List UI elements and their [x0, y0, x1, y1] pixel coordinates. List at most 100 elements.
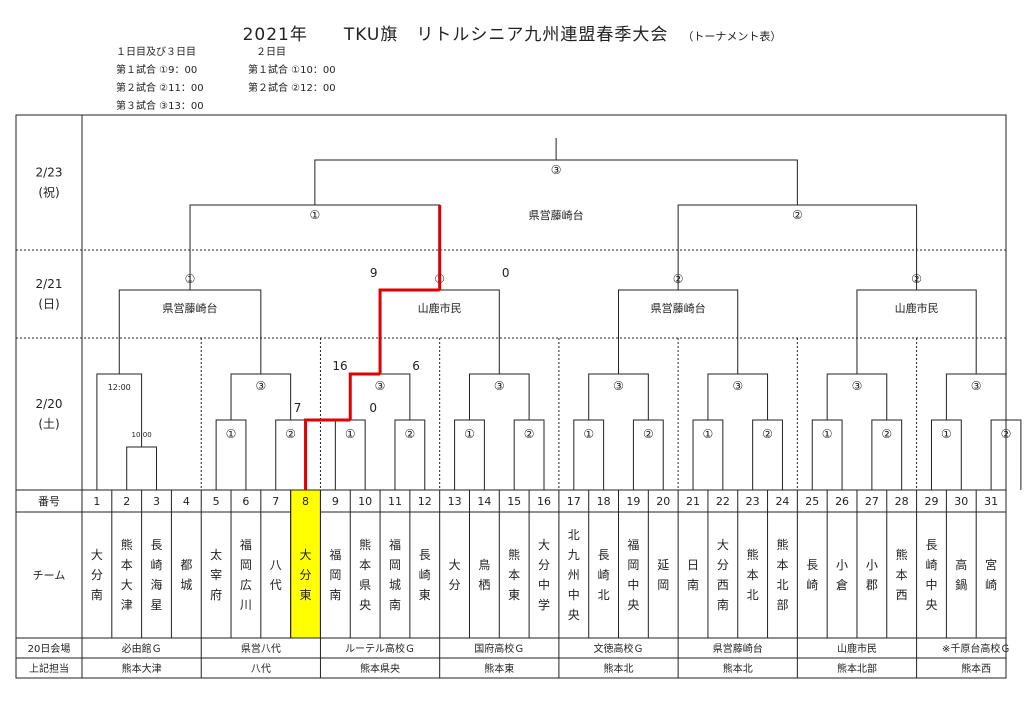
team-name-char: 大: [538, 538, 550, 552]
venue-label: 必由館Ｇ: [122, 642, 162, 655]
game-number: ②: [524, 427, 535, 441]
team-name-char: 中: [627, 577, 639, 592]
team-number: 23: [746, 495, 760, 508]
team-number: 27: [865, 495, 879, 508]
team-name-char: 大: [91, 548, 103, 562]
date-label: 2/21: [36, 277, 63, 291]
team-name-char: 倉: [836, 577, 848, 592]
team-name-char: 本: [776, 558, 788, 572]
schedule-line: 第３試合 ③13：00: [116, 101, 204, 112]
team-name-char: 福: [329, 547, 341, 562]
team-number: 21: [686, 495, 700, 508]
team-name-char: 分: [449, 578, 461, 592]
score-label: 6: [412, 359, 420, 373]
team-name-char: 熊: [508, 547, 520, 562]
team-name-char: 分: [538, 558, 550, 572]
team-number: 28: [895, 495, 909, 508]
venue-label: ※千原台高校Ｇ: [942, 642, 1010, 655]
team-name-char: 中: [538, 577, 550, 592]
team-name-char: 部: [776, 597, 788, 612]
team-name-char: 崎: [925, 558, 937, 572]
game-number: ②: [792, 208, 803, 222]
team-number: 22: [716, 495, 730, 508]
team-number: 2: [123, 495, 130, 508]
team-name-char: 広: [240, 578, 252, 592]
team-number: 10: [358, 495, 372, 508]
title-subtitle: （トーナメント表）: [682, 30, 782, 43]
venue-label: ルーテル高校Ｇ: [345, 642, 415, 655]
team-name-char: 鍋: [955, 577, 967, 592]
team-number: 18: [597, 495, 611, 508]
team-number: 6: [242, 495, 249, 508]
team-name-char: 南: [687, 577, 699, 592]
score-label: 0: [502, 266, 510, 280]
team-name-char: 央: [359, 598, 371, 612]
team-name-char: 崎: [985, 578, 997, 592]
team-number: 14: [477, 495, 491, 508]
team-name-char: 本: [896, 568, 908, 582]
game-number: ①: [703, 427, 714, 441]
team-name-char: 大: [717, 538, 729, 552]
game-time-label: 12:00: [108, 383, 131, 392]
team-name-char: 央: [568, 608, 580, 622]
team-name-char: 大: [121, 578, 133, 592]
day-label: (日): [38, 297, 59, 311]
supervisor-label: 八代: [251, 663, 271, 675]
game-number: ②: [643, 427, 654, 441]
team-name-char: 央: [627, 598, 639, 612]
game-number: ①: [345, 427, 356, 441]
day-label: (土): [38, 417, 59, 431]
team-name-char: 熊: [121, 537, 133, 552]
team-name-char: 岡: [240, 558, 252, 572]
team-number: 1: [93, 495, 100, 508]
team-name-char: 川: [240, 598, 252, 612]
team-name-char: 熊: [776, 537, 788, 552]
team-number: 30: [954, 495, 968, 508]
game-number: ①: [583, 427, 594, 441]
team-name-char: 福: [389, 537, 401, 552]
schedule-line: 第１試合 ①10：00: [248, 65, 336, 76]
team-name-char: 宰: [210, 567, 222, 582]
team-name-char: 栖: [478, 577, 490, 592]
game-number: ③: [551, 163, 562, 177]
game-number: ③: [494, 379, 505, 393]
team-number: 9: [332, 495, 339, 508]
team-name-char: 西: [717, 578, 729, 592]
team-name-char: 岡: [627, 558, 639, 572]
game-number: ①: [309, 208, 320, 222]
game-number: ①: [226, 427, 237, 441]
venue-label: 国府高校Ｇ: [474, 642, 524, 655]
game-number: ②: [404, 427, 415, 441]
team-name-char: 州: [568, 568, 580, 582]
date-label: 2/20: [36, 397, 63, 411]
game-number: ②: [762, 427, 773, 441]
winner-path: [348, 372, 381, 420]
team-number: 7: [272, 495, 279, 508]
team-name-char: 本: [359, 558, 371, 572]
winner-path: [304, 418, 351, 490]
team-name-char: 中: [925, 577, 937, 592]
team-number: 26: [835, 495, 849, 508]
team-name-char: 岡: [329, 568, 341, 582]
team-name-char: 宮: [985, 557, 997, 572]
team-name-char: 南: [389, 597, 401, 612]
team-name-char: 西: [896, 588, 908, 602]
venue-label: 文徳高校Ｇ: [594, 642, 644, 655]
team-number: 3: [153, 495, 160, 508]
game-number: ③: [732, 379, 743, 393]
game-number: ②: [881, 427, 892, 441]
bracket-line: [126, 446, 158, 490]
team-name-char: 長: [151, 538, 163, 552]
team-name-char: 大: [300, 548, 312, 562]
schedule-day1-3: １日目及び３日目 第１試合 ①9：00 第２試合 ②11：00 第３試合 ③13…: [116, 44, 204, 116]
score-label: 0: [369, 401, 377, 415]
schedule-line: 第２試合 ②11：00: [116, 83, 204, 94]
team-number: 17: [567, 495, 581, 508]
schedule-header: ２日目: [256, 47, 286, 58]
schedule-line: 第２試合 ②12：00: [248, 83, 336, 94]
team-number: 19: [626, 495, 640, 508]
team-number: 31: [984, 495, 998, 508]
supervisor-label: 熊本大津: [122, 662, 162, 675]
team-name-char: 学: [538, 597, 550, 612]
